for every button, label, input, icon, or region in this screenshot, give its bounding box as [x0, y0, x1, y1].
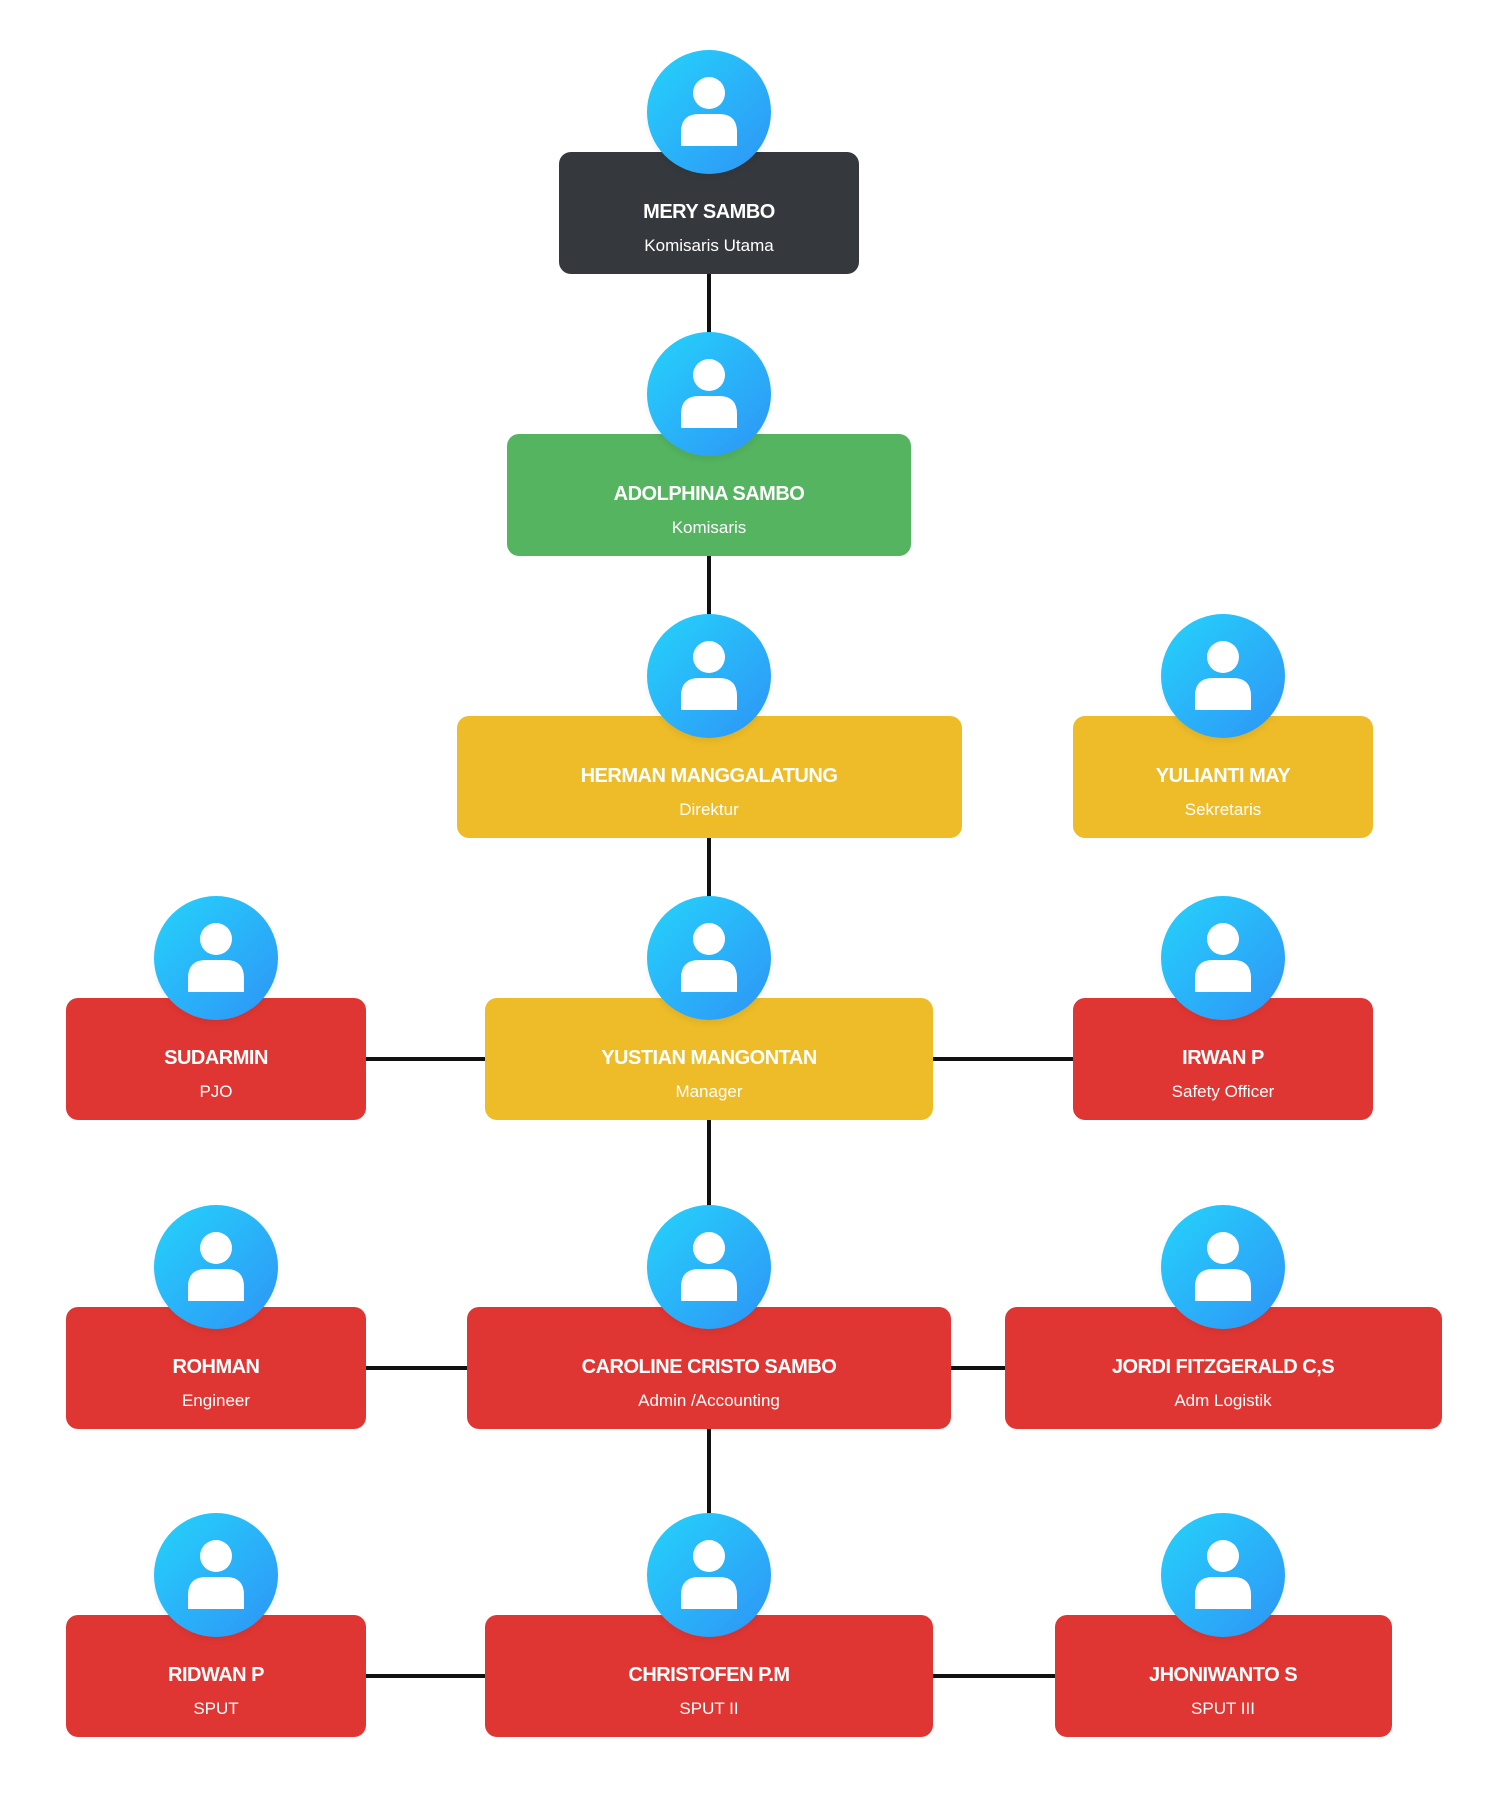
person-name: ADOLPHINA SAMBO	[613, 483, 805, 505]
user-avatar-icon	[154, 1205, 278, 1329]
user-avatar-icon	[647, 1205, 771, 1329]
person-role: Komisaris	[671, 518, 747, 537]
person-role: Engineer	[181, 1391, 251, 1410]
person-name: JHONIWANTO S	[1148, 1664, 1298, 1686]
connector-line-yustian-caroline	[707, 1120, 711, 1215]
user-avatar-icon	[154, 1513, 278, 1637]
person-name: MERY SAMBO	[643, 201, 775, 223]
person-role: Sekretaris	[1184, 800, 1262, 819]
connector-line-rohman-caroline	[366, 1366, 467, 1370]
person-name: HERMAN MANGGALATUNG	[580, 765, 838, 787]
person-name: SUDARMIN	[164, 1047, 268, 1069]
user-avatar-icon	[647, 50, 771, 174]
connector-line-ridwan-christofen	[366, 1674, 485, 1678]
user-avatar-icon	[647, 896, 771, 1020]
person-role: SPUT III	[1191, 1699, 1255, 1718]
person-role: SPUT	[193, 1699, 239, 1718]
person-name: RIDWAN P	[168, 1664, 265, 1686]
person-name: YULIANTI MAY	[1155, 765, 1291, 787]
org-card: RIDWAN P SPUT	[66, 1615, 366, 1737]
person-name: YUSTIAN MANGONTAN	[601, 1047, 817, 1069]
person-name: ROHMAN	[172, 1356, 261, 1378]
person-role: Manager	[675, 1082, 743, 1101]
person-name: CHRISTOFEN P.M	[628, 1664, 790, 1686]
user-avatar-icon	[1161, 896, 1285, 1020]
person-role: Safety Officer	[1171, 1082, 1275, 1101]
user-avatar-icon	[154, 896, 278, 1020]
person-role: Admin /Accounting	[638, 1391, 780, 1410]
person-role: PJO	[199, 1082, 233, 1101]
connector-line-herman-yustian	[707, 838, 711, 906]
user-avatar-icon	[647, 614, 771, 738]
user-avatar-icon	[647, 332, 771, 456]
user-avatar-icon	[1161, 614, 1285, 738]
person-name: CAROLINE CRISTO SAMBO	[581, 1356, 837, 1378]
connector-line-adolphina-herman	[707, 556, 711, 624]
connector-line-christofen-jhoniwanto	[933, 1674, 1055, 1678]
person-role: SPUT II	[679, 1699, 739, 1718]
person-role: Direktur	[679, 800, 739, 819]
person-role: Komisaris Utama	[644, 236, 774, 255]
user-avatar-icon	[1161, 1513, 1285, 1637]
person-name: IRWAN P	[1182, 1047, 1264, 1069]
connector-line-caroline-christofen	[707, 1429, 711, 1523]
person-name: JORDI FITZGERALD C,S	[1111, 1356, 1335, 1378]
connector-line-yustian-irwan	[933, 1057, 1073, 1061]
connector-line-sudarmin-yustian	[366, 1057, 485, 1061]
connector-line-mery-adolphina	[707, 274, 711, 342]
person-role: Adm Logistik	[1174, 1391, 1272, 1410]
user-avatar-icon	[647, 1513, 771, 1637]
user-avatar-icon	[1161, 1205, 1285, 1329]
connector-line-caroline-jordi	[951, 1366, 1005, 1370]
